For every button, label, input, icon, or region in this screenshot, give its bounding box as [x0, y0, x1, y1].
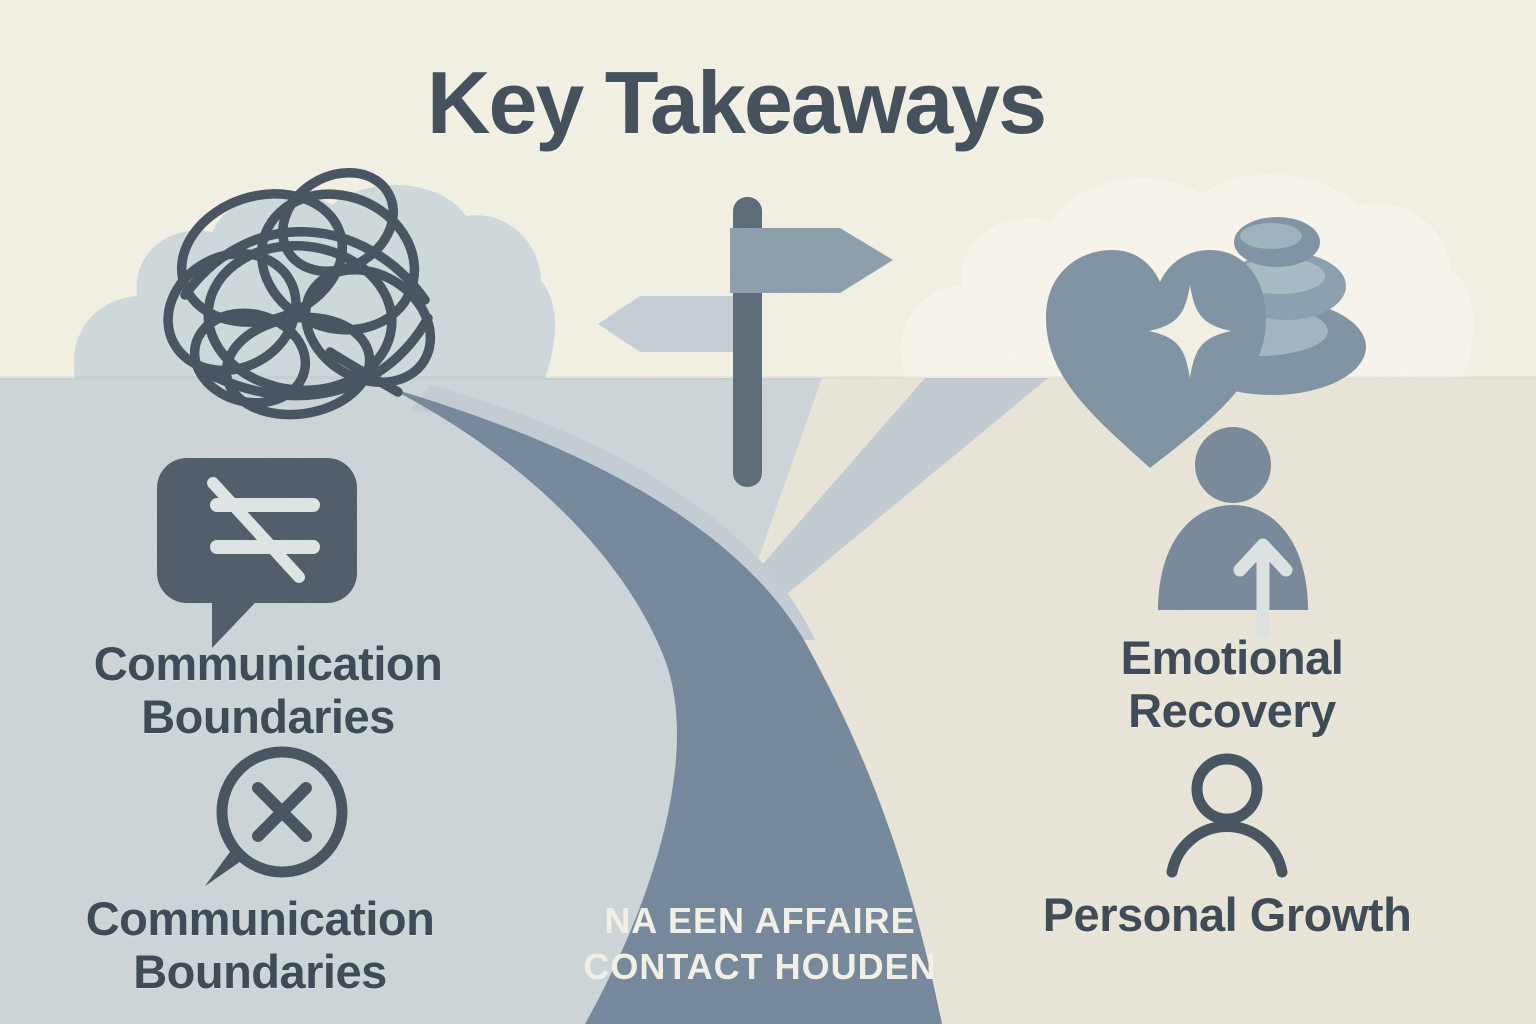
- label-communication-boundaries-2: Communication Boundaries: [85, 892, 435, 998]
- label-communication-boundaries-1: Communication Boundaries: [93, 637, 443, 743]
- road-sign-text: NA EEN AFFAIRE CONTACT HOUDEN: [560, 898, 960, 990]
- page-title: Key Takeaways: [426, 53, 1047, 152]
- road-sign-line-2: CONTACT HOUDEN: [583, 946, 937, 988]
- label-personal-growth: Personal Growth: [1042, 888, 1412, 941]
- label-emotional-recovery: Emotional Recovery: [1120, 631, 1344, 737]
- road-sign-line-1: NA EEN AFFAIRE: [604, 900, 916, 941]
